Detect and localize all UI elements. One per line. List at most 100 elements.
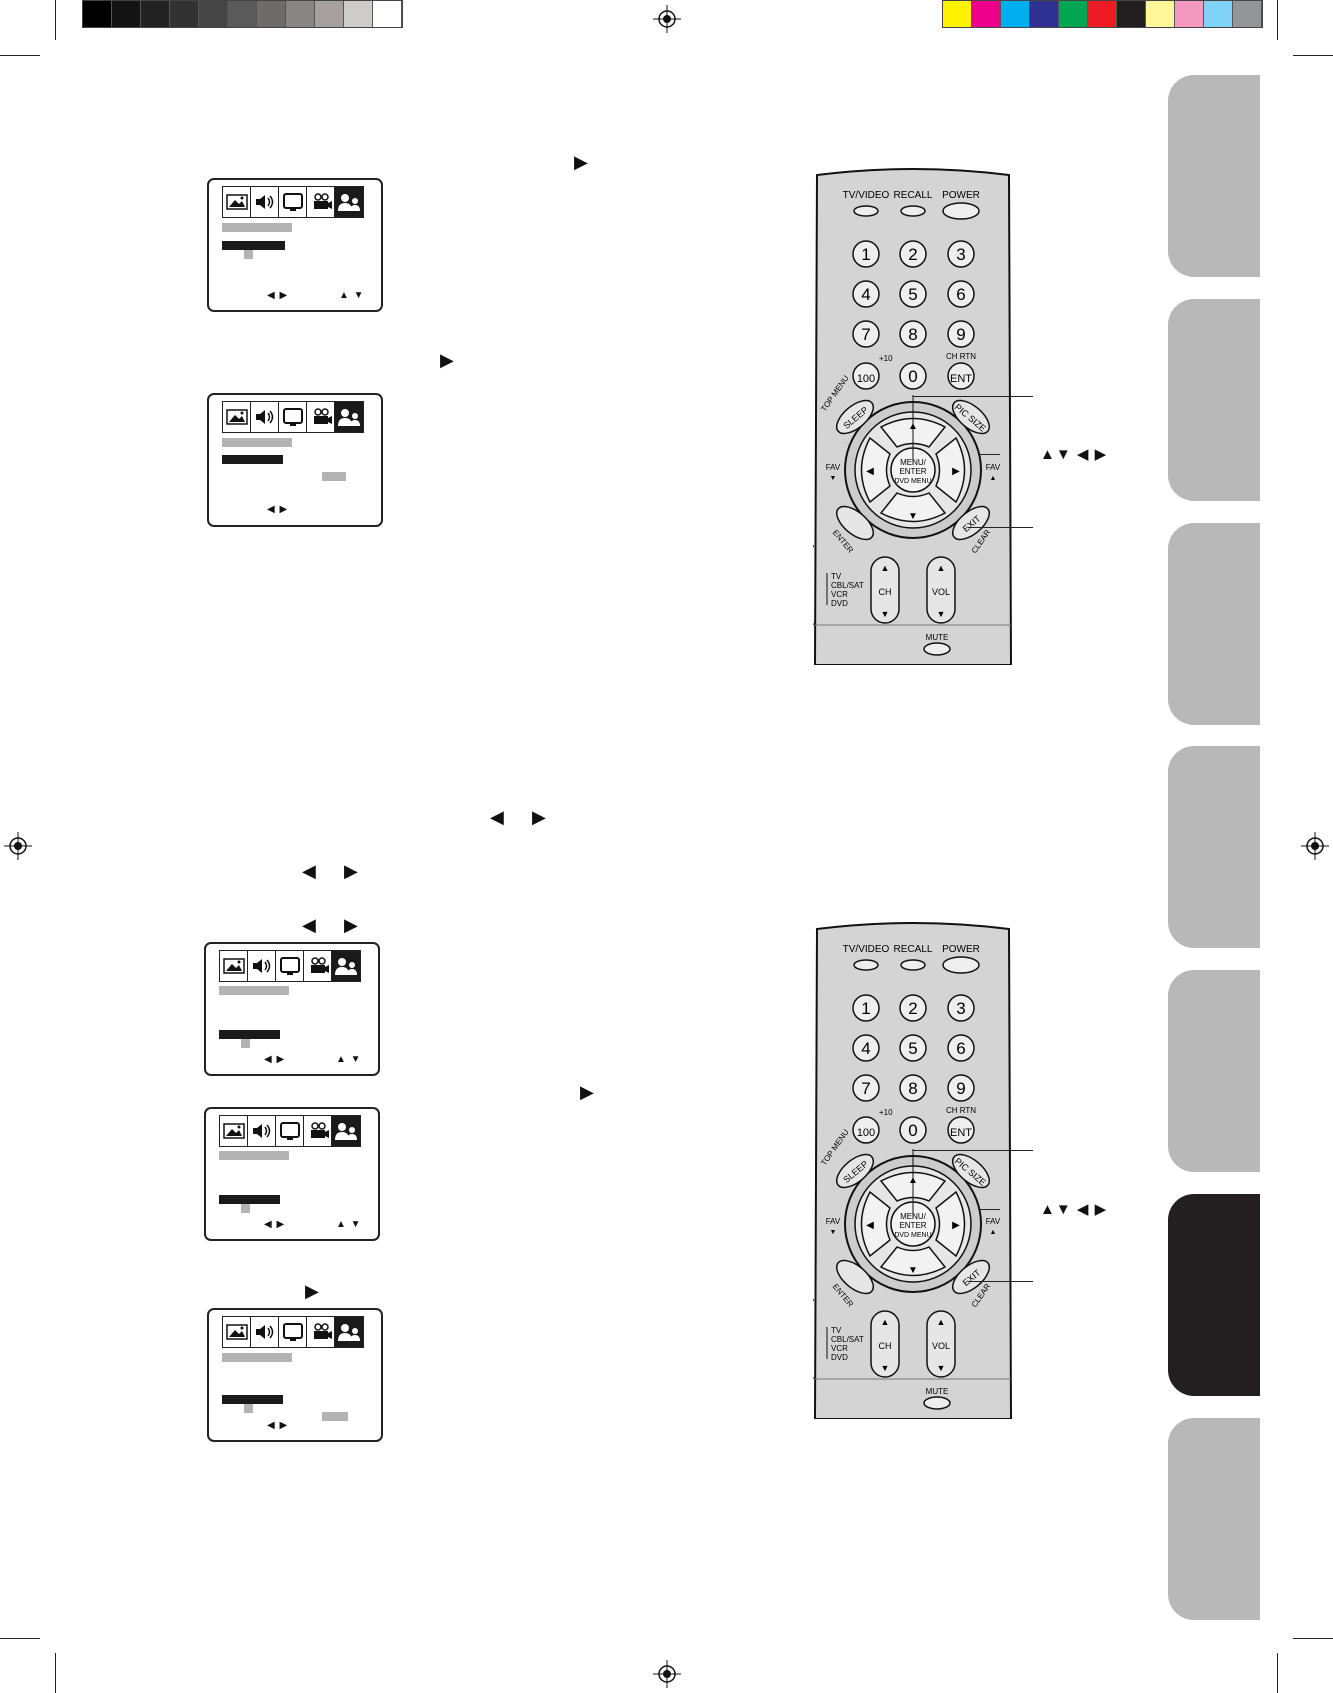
svg-text:DVD MENU: DVD MENU [894, 478, 931, 485]
menu-icon-row [219, 950, 361, 982]
grayscale-calibration-bar [82, 0, 403, 28]
menu-highlight-bar [219, 1030, 280, 1039]
color-swatch [1030, 1, 1059, 27]
remote-number-key [852, 1116, 880, 1144]
color-swatch [1059, 1, 1088, 27]
left-right-arrows-icon: ◀ ▶ [267, 290, 289, 301]
menu-screen: ◀ ▶ [207, 393, 383, 527]
svg-text:VCR: VCR [831, 1344, 848, 1353]
chapter-tab[interactable] [1168, 299, 1260, 501]
locks-icon [335, 187, 363, 217]
svg-text:▲: ▲ [990, 475, 997, 482]
remote-left-button [860, 1190, 891, 1258]
chapter-tab[interactable] [1168, 75, 1260, 277]
menu-cursor [241, 1204, 250, 1213]
color-swatch [1233, 1, 1262, 27]
remote-right-button [935, 436, 966, 504]
theater-icon [307, 402, 335, 432]
remote-number-key [899, 1034, 927, 1062]
svg-text:◀: ◀ [866, 466, 874, 477]
remote-number-key [947, 1116, 975, 1144]
svg-text:DVD: DVD [831, 1353, 848, 1362]
svg-text:CBL/SAT: CBL/SAT [831, 1335, 864, 1344]
crop-mark [0, 1638, 40, 1639]
menu-highlight-bar [222, 455, 283, 464]
remote-number-key [899, 240, 927, 268]
svg-text:VCR: VCR [831, 590, 848, 599]
remote-key-label: 5 [908, 285, 917, 304]
chapter-tab[interactable] [1168, 1418, 1260, 1620]
gray-swatch [112, 1, 141, 27]
locks-icon [335, 1317, 363, 1347]
svg-text:▲: ▲ [881, 563, 890, 573]
left-right-arrows-icon: ◀ ▶ [267, 504, 289, 515]
registration-target-icon [4, 832, 32, 860]
menu-highlight-bar [219, 1195, 280, 1204]
svg-text:▼: ▼ [937, 1363, 946, 1373]
theater-icon [307, 187, 335, 217]
svg-text:CBL/SAT: CBL/SAT [831, 581, 864, 590]
chapter-tab-active[interactable] [1168, 1194, 1260, 1396]
svg-text:▼: ▼ [908, 1265, 918, 1276]
remote-key-label: 3 [956, 999, 965, 1018]
remote-label: +10 [879, 1108, 893, 1117]
remote-key-label: 0 [908, 367, 917, 386]
callout-line [968, 1281, 1033, 1282]
remote-key-label: ENT [950, 1127, 972, 1139]
setup-icon [279, 1317, 307, 1347]
left-arrow-icon: ◀ [490, 807, 504, 827]
menu-highlight-bar [222, 241, 285, 250]
menu-title-bar [222, 438, 292, 447]
svg-text:▶: ▶ [952, 1220, 960, 1231]
svg-text:▼: ▼ [881, 609, 890, 619]
crop-mark [1293, 55, 1333, 56]
gray-swatch [344, 1, 373, 27]
menu-highlight-bar [222, 1395, 283, 1404]
setup-icon [279, 187, 307, 217]
gray-swatch [199, 1, 228, 27]
remote-key-label: ENT [950, 373, 972, 385]
up-down-arrows-icon: ▲ ▼ [336, 1054, 362, 1065]
remote-number-key [852, 240, 880, 268]
remote-down-button [879, 492, 947, 523]
chapter-tab[interactable] [1168, 746, 1260, 948]
remote-key-label: 5 [908, 1039, 917, 1058]
menu-icon-row [222, 1316, 364, 1348]
color-swatch [972, 1, 1001, 27]
gray-swatch [315, 1, 344, 27]
gray-swatch [257, 1, 286, 27]
remote-number-key [852, 1074, 880, 1102]
remote-label: RECALL [894, 190, 933, 201]
svg-text:FAV: FAV [826, 1217, 841, 1226]
svg-text:▲: ▲ [990, 1229, 997, 1236]
remote-label: TV/VIDEO [843, 944, 890, 955]
remote-key-label: 9 [956, 325, 965, 344]
svg-text:VOL: VOL [932, 1341, 950, 1351]
svg-text:CH: CH [879, 1341, 892, 1351]
chapter-tab[interactable] [1168, 523, 1260, 725]
registration-target-icon [1301, 832, 1329, 860]
remote-key-label: 7 [861, 325, 870, 344]
remote-number-key [947, 320, 975, 348]
color-swatch [943, 1, 972, 27]
remote-number-key [947, 280, 975, 308]
up-down-arrows-icon: ▲ ▼ [336, 1219, 362, 1230]
right-arrow-icon: ▶ [305, 1281, 319, 1301]
chapter-tab[interactable] [1168, 970, 1260, 1172]
gray-swatch [83, 1, 112, 27]
remote-number-key [852, 362, 880, 390]
menu-value-bar [322, 472, 346, 481]
remote-label: CH RTN [946, 352, 976, 361]
callout-line [980, 454, 1000, 455]
remote-key-label: 0 [908, 1121, 917, 1140]
remote-label: RECALL [894, 944, 933, 955]
callout-line [913, 396, 1033, 397]
arrow-buttons-label: ▲▼ ◀ ▶ [1040, 446, 1108, 463]
menu-title-bar [219, 1151, 289, 1160]
menu-screen: ◀ ▶ ▲ ▼ [204, 1107, 380, 1241]
color-swatch [1175, 1, 1204, 27]
remote-mute-button [923, 1396, 951, 1410]
svg-text:FAV: FAV [986, 1217, 1001, 1226]
remote-key-label: 100 [857, 1127, 875, 1139]
